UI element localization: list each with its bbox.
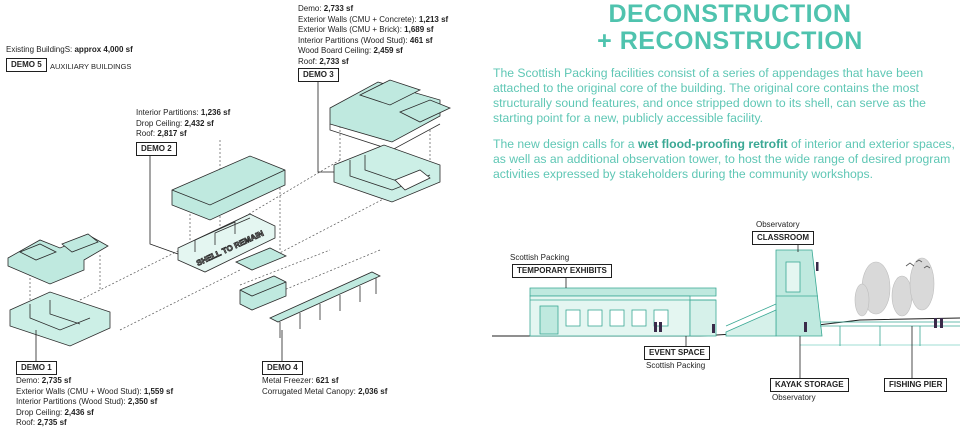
fishing-pier-tag: FISHING PIER	[884, 378, 948, 392]
demo1-walls	[9, 291, 111, 347]
event-space-tag: EVENT SPACE	[644, 346, 710, 360]
callout-leaders	[35, 80, 334, 362]
demo4-freezer	[235, 247, 287, 311]
observatory-tower	[725, 249, 823, 337]
classroom-tag: CLASSROOM	[752, 231, 814, 245]
demo4-list: Metal Freezer: 621 sf Corrugated Metal C…	[262, 376, 388, 396]
demo4-canopy	[269, 271, 381, 338]
temporary-exhibits-sub: Scottish Packing	[510, 253, 570, 262]
people-icons	[654, 262, 943, 333]
existing-buildings: Existing BuildingS: approx 4,000 sf	[6, 45, 133, 54]
title-line-2: + RECONSTRUCTION	[597, 27, 863, 55]
trees	[854, 257, 935, 317]
scottish-packing-building	[529, 287, 717, 337]
demo3-walls	[333, 144, 441, 203]
demo2-list: Interior Partitions: 1,236 sf Drop Ceili…	[136, 108, 231, 138]
demo4-tag: DEMO 4	[262, 361, 303, 375]
classroom-sub: Observatory	[756, 220, 800, 229]
demo5-caption: AUXILIARY BUILDINGS	[50, 62, 132, 71]
title-line-1: DECONSTRUCTION	[608, 0, 852, 28]
demo1-list: Demo: 2,735 sf Exterior Walls (CMU + Woo…	[16, 376, 174, 427]
fishing-pier	[820, 321, 960, 346]
demo1-roof	[7, 233, 109, 285]
demo2-tag: DEMO 2	[136, 142, 177, 156]
demo3-tag: DEMO 3	[298, 68, 339, 82]
demo5-tag: DEMO 5	[6, 58, 47, 72]
demo1-tag: DEMO 1	[16, 361, 57, 375]
bird-icons	[905, 259, 931, 269]
kayak-storage-tag: KAYAK STORAGE	[770, 378, 849, 392]
paragraph-2: The new design calls for a wet flood-pro…	[493, 137, 955, 181]
kayak-storage-sub: Observatory	[772, 393, 816, 402]
demo2-roof	[171, 155, 286, 221]
demo3-list: Demo: 2,733 sf Exterior Walls (CMU + Con…	[298, 4, 449, 66]
section-drawing	[492, 244, 960, 378]
demo3-roof	[329, 79, 452, 151]
temporary-exhibits-tag: TEMPORARY EXHIBITS	[512, 264, 612, 278]
event-space-sub: Scottish Packing	[646, 361, 706, 370]
section-leaders	[565, 244, 913, 378]
paragraph-2-emphasis: wet flood-proofing retrofit	[637, 137, 788, 151]
paragraph-1: The Scottish Packing facilities consist …	[493, 66, 926, 125]
